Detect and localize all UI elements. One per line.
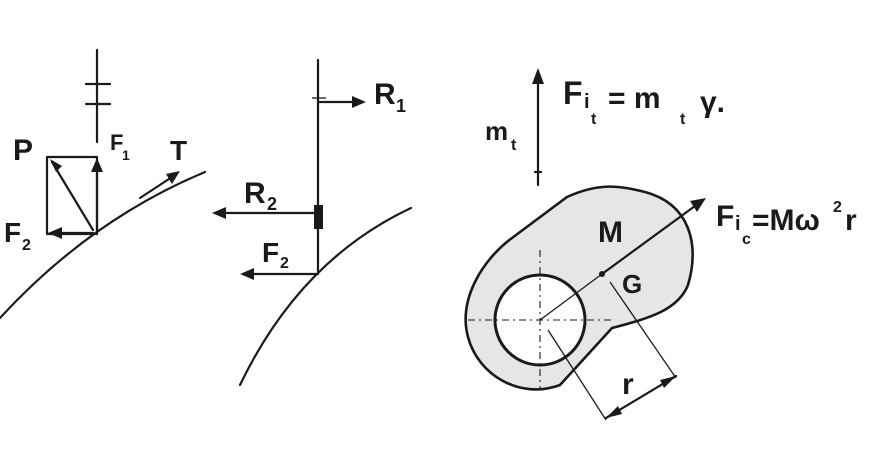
eq-fic-i: i [735,213,741,235]
dim-ext-1 [547,329,607,421]
eq-fic-rhs: =Mω [752,204,820,237]
label-mt-sub: t [511,137,517,154]
label-r1: R [374,78,396,111]
t-arrow-shaft [138,175,174,200]
mt-arrowhead [532,68,544,84]
eq-fic-c: c [742,231,751,248]
label-f2-middle-sub: 2 [280,255,289,272]
t-arrowhead [166,171,180,184]
resultant-arrowhead [50,159,62,172]
eq-fit-i: i [584,91,590,113]
eq-fic-sup: 2 [833,199,842,216]
eq-fit-rhs-sub: t [680,111,686,128]
eq-fit-t: t [591,111,597,128]
label-p: P [13,134,33,167]
fic-arrow-shaft [600,204,697,276]
f1-arrowhead [91,158,103,172]
label-r1-sub: 1 [396,96,406,116]
label-f1-sub: 1 [122,147,130,163]
label-r2: R [244,177,266,210]
label-r2-sub: 2 [267,194,277,214]
dim-arrow-1 [606,406,622,418]
eq-fit-f: F [563,75,583,111]
eq-fit-rhs: = m [608,82,661,115]
inertia-tangential-equation: F i t = m t γ. [563,75,725,128]
middle-bar-block [314,205,323,229]
left-panel: P F 1 T F 2 [0,48,207,320]
label-f2-left-sub: 2 [22,237,31,254]
middle-curve [238,206,413,387]
inertia-centrifugal-equation: F i c =Mω 2 r [716,199,857,248]
resultant-diagonal [50,160,95,232]
label-f2-middle: F [262,237,279,268]
f2-middle-arrowhead [240,268,254,280]
dim-arrow-2 [660,376,676,388]
r2-arrowhead [212,207,226,219]
centre-to-g-line [539,273,603,321]
middle-panel: R 1 R 2 F 2 [212,58,413,387]
f2-left-arrowhead [48,227,62,239]
right-panel: m t F i t = m t γ. M G r [464,68,857,421]
label-m: M [598,216,623,249]
label-mt: m [485,116,508,146]
label-t: T [170,135,187,166]
eq-fic-r: r [845,204,857,237]
label-r: r [622,368,634,401]
link-part [464,185,694,391]
dim-ext-2 [609,281,677,379]
label-f1: F [110,130,123,155]
label-g: G [622,269,642,299]
r1-arrowhead [352,96,366,108]
label-f2-left: F [4,217,21,248]
eq-fic-f: F [716,200,734,233]
fic-arrowhead [690,198,706,212]
eq-fit-gamma: γ. [700,86,725,119]
